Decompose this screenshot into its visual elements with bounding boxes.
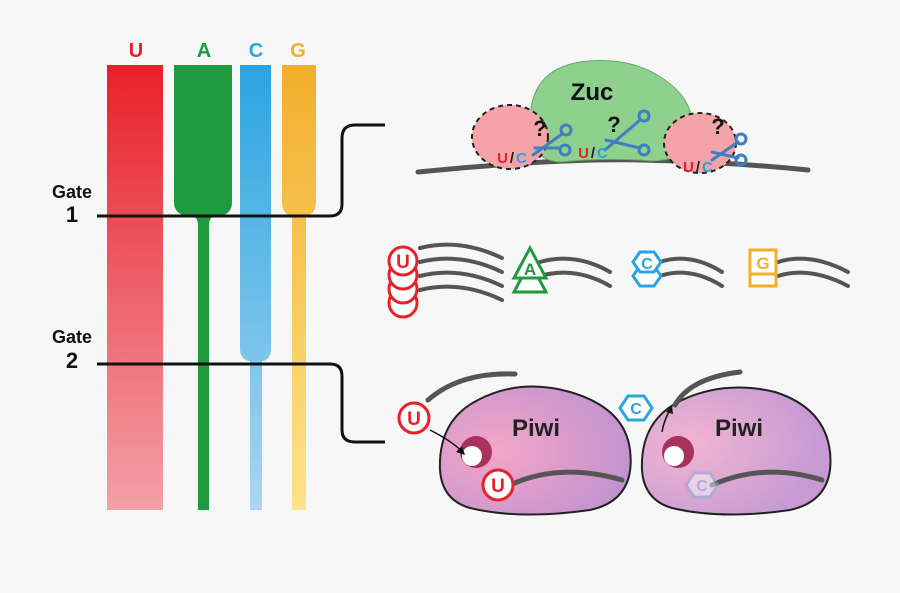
- svg-text:C: C: [597, 145, 608, 162]
- g-product-pool: [776, 256, 850, 288]
- piwi-left-label: Piwi: [512, 415, 560, 442]
- header-g: G: [290, 40, 306, 62]
- svg-text:U: U: [407, 409, 421, 430]
- svg-text:C: C: [702, 159, 713, 176]
- svg-text:U: U: [396, 252, 410, 273]
- a-product-pool: [538, 256, 612, 288]
- c-product-pool: [658, 256, 724, 288]
- piwi-left-bound-strand: [507, 469, 625, 488]
- svg-text:U: U: [683, 159, 694, 176]
- a-nucleotide-stack: A: [511, 244, 549, 294]
- svg-text:U: U: [578, 145, 589, 162]
- a-funnel: [174, 65, 232, 510]
- piwi-right-protein: [640, 386, 832, 516]
- header-c: C: [249, 40, 263, 62]
- zuc-question-2: ?: [607, 112, 620, 137]
- svg-text:/: /: [510, 150, 515, 167]
- g-nucleotide-stack: G: [748, 248, 778, 288]
- svg-text:A: A: [524, 260, 536, 279]
- scissors-icon: [531, 123, 573, 157]
- arrowhead-icon: [666, 406, 673, 414]
- svg-text:C: C: [630, 401, 642, 418]
- svg-text:C: C: [516, 150, 527, 167]
- svg-text:C: C: [641, 256, 653, 273]
- zuc-left-nuclease: [471, 104, 549, 170]
- gate2-word: Gate: [52, 327, 92, 347]
- svg-text:C: C: [696, 478, 708, 495]
- svg-text:/: /: [591, 145, 596, 162]
- g-funnel: [282, 65, 316, 510]
- c-nucleotide-rejected: C: [618, 394, 654, 422]
- gate1-line: [97, 123, 385, 218]
- u-nucleotide-stack: U: [387, 245, 419, 319]
- scissors-icon: [710, 132, 748, 167]
- u-nucleotide-incoming: U: [397, 401, 431, 435]
- piwi-left-incoming-strand: [425, 371, 518, 403]
- scissors-icon: [603, 109, 651, 157]
- arrowhead-icon: [456, 446, 465, 455]
- piwi-right-pocket-center: [664, 446, 684, 466]
- gate1-number: 1: [66, 202, 78, 227]
- header-u: U: [129, 40, 143, 62]
- gate2-number: 2: [66, 348, 78, 373]
- zuc-rna-strand: [415, 157, 811, 175]
- piwi-right-incoming-strand: [672, 369, 743, 408]
- svg-text:U: U: [497, 150, 508, 167]
- zuc-label: Zuc: [571, 79, 614, 106]
- zuc-question-3: ?: [711, 114, 724, 139]
- piwi-left-pocket-center: [462, 446, 482, 466]
- c-nucleotide-faded: C: [684, 471, 720, 499]
- piwi-right-label: Piwi: [715, 415, 763, 442]
- zuc-question-1: ?: [533, 116, 546, 141]
- svg-text:G: G: [756, 254, 769, 273]
- u-product-pool: [418, 242, 504, 302]
- c-nucleotide-stack: C: [631, 250, 663, 288]
- c-funnel: [240, 65, 271, 510]
- gate2-line: [97, 362, 385, 444]
- piwi-right-bound-strand: [709, 469, 825, 488]
- cleavage-site-left: U / C: [497, 150, 527, 167]
- svg-text:U: U: [491, 476, 505, 497]
- gate1-word: Gate: [52, 182, 92, 202]
- header-a: A: [197, 40, 211, 62]
- u-nucleotide-bound: U: [481, 468, 515, 502]
- cleavage-site-right: U / C: [683, 159, 713, 176]
- cleavage-site-middle: U / C: [578, 145, 608, 162]
- svg-text:/: /: [696, 159, 701, 176]
- u-funnel: [107, 65, 163, 510]
